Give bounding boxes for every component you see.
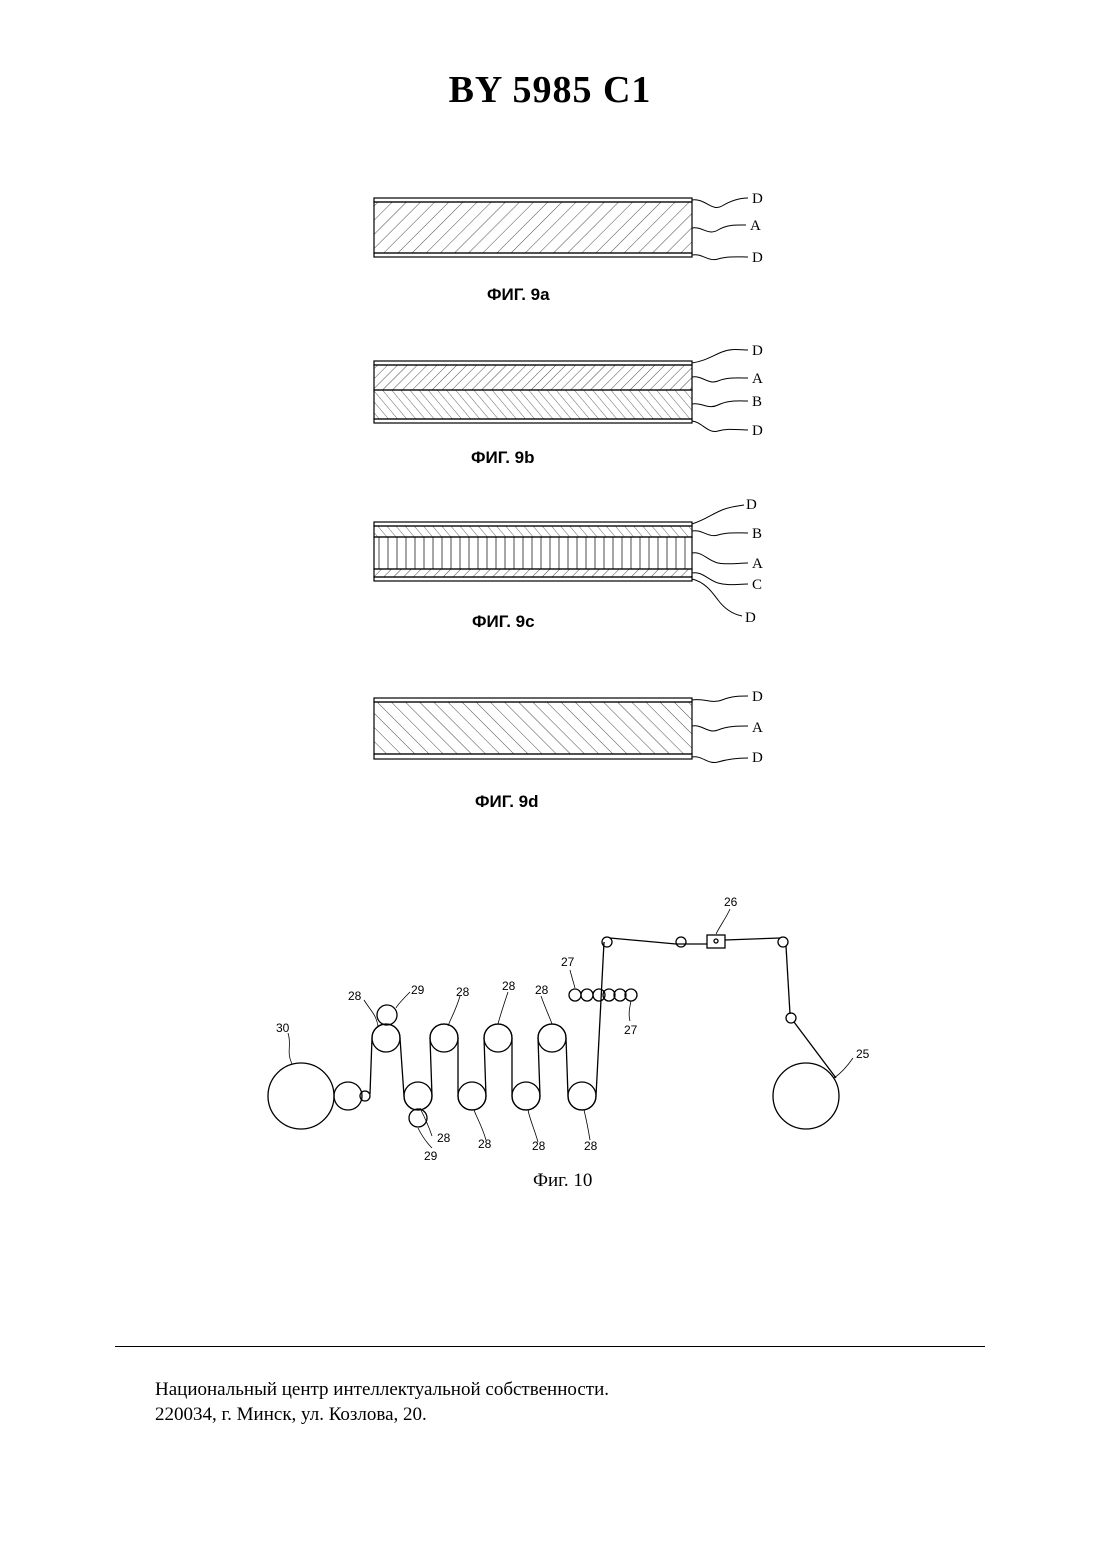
- ref-28-h: 28: [584, 1139, 598, 1153]
- label-9b-a: A: [752, 371, 763, 387]
- ref-28-c: 28: [502, 979, 516, 993]
- label-9c-d-bottom: D: [745, 610, 756, 626]
- figure-9c: D B A C D ФИГ. 9c: [374, 497, 763, 631]
- label-9c-c: C: [752, 577, 762, 593]
- label-9c-a: A: [752, 556, 763, 572]
- ref-27-b: 27: [624, 1023, 638, 1037]
- roller-29-top: [377, 1005, 397, 1025]
- label-9b-b: B: [752, 394, 762, 410]
- footer-divider: [115, 1346, 985, 1347]
- label-9d-d-bottom: D: [752, 750, 763, 766]
- footer: Национальный центр интеллектуальной собс…: [155, 1377, 609, 1427]
- figure-9b: D A B D ФИГ. 9b: [374, 343, 763, 467]
- label-9b-d-top: D: [752, 343, 763, 359]
- ref-28-a: 28: [348, 989, 362, 1003]
- label-9d-a: A: [752, 720, 763, 736]
- footer-line-2: 220034, г. Минск, ул. Козлова, 20.: [155, 1402, 609, 1427]
- figure-10: [268, 909, 853, 1148]
- label-9a-d-bottom: D: [752, 250, 763, 266]
- ref-28-b: 28: [456, 985, 470, 999]
- figure-9d: D A D ФИГ. 9d: [374, 689, 763, 811]
- ref-28-f: 28: [478, 1137, 492, 1151]
- ref-29-a: 29: [411, 983, 425, 997]
- ref-28-g: 28: [532, 1139, 546, 1153]
- figures-drawing: D A D ФИГ. 9a D A B D ФИГ. 9b D B A C: [0, 0, 1100, 1300]
- ref-28-e: 28: [437, 1131, 451, 1145]
- ref-25: 25: [856, 1047, 870, 1061]
- figure-10-labels: 30 28 29 28 28 28 27 27 26 25 28 29 28 2…: [276, 895, 870, 1191]
- ref-28-d: 28: [535, 983, 549, 997]
- ref-27-a: 27: [561, 955, 575, 969]
- caption-fig-10: Фиг. 10: [533, 1170, 592, 1191]
- label-9c-b: B: [752, 526, 762, 542]
- ref-29-b: 29: [424, 1149, 438, 1163]
- roll-30: [268, 1063, 334, 1129]
- label-9a-d-top: D: [752, 191, 763, 207]
- label-9b-d-bottom: D: [752, 423, 763, 439]
- caption-fig-9b: ФИГ. 9b: [471, 448, 535, 467]
- label-9c-d-top: D: [746, 497, 757, 513]
- ref-26: 26: [724, 895, 738, 909]
- ref-30: 30: [276, 1021, 290, 1035]
- roll-25: [773, 1063, 839, 1129]
- footer-line-1: Национальный центр интеллектуальной собс…: [155, 1377, 609, 1402]
- nip-roller: [334, 1082, 362, 1110]
- figure-9a: D A D ФИГ. 9a: [374, 191, 763, 304]
- caption-fig-9c: ФИГ. 9c: [472, 612, 535, 631]
- label-9a-a: A: [750, 218, 761, 234]
- caption-fig-9d: ФИГ. 9d: [475, 792, 539, 811]
- label-9d-d-top: D: [752, 689, 763, 705]
- caption-fig-9a: ФИГ. 9a: [487, 285, 550, 304]
- roller-29-bottom: [409, 1109, 427, 1127]
